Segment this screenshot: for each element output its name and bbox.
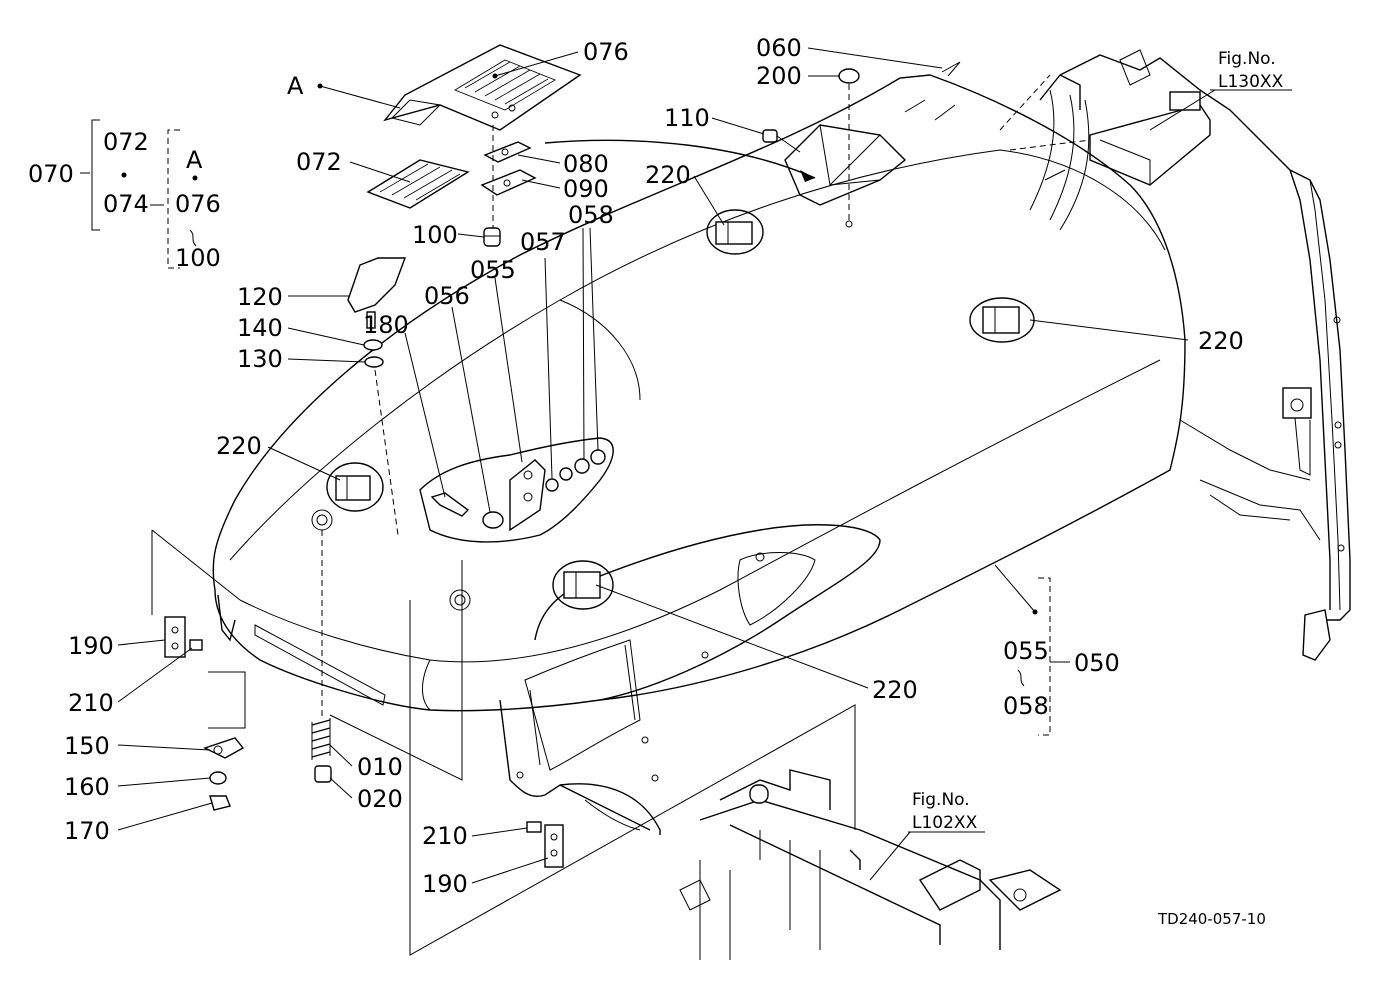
group-label-076: 076 — [175, 190, 221, 218]
plug-200 — [838, 68, 860, 228]
washer-058-a — [559, 467, 573, 481]
rubber-pad-220-c — [326, 462, 384, 512]
fig-ref-l130-title: Fig.No. — [1218, 49, 1276, 69]
rear-frame-drawing — [999, 49, 1351, 661]
clip-190-left — [164, 616, 186, 658]
screw-210-bottom — [526, 821, 542, 833]
label-072: 072 — [296, 148, 342, 176]
washer-160 — [209, 771, 227, 785]
label-220-b: 220 — [1198, 327, 1244, 355]
label-190-left: 190 — [68, 632, 114, 660]
label-058-top: 058 — [568, 201, 614, 229]
fig-l102-leader — [869, 831, 911, 881]
arrow-head — [800, 170, 815, 182]
arrow-to-latch — [544, 139, 816, 179]
label-190-bottom: 190 — [422, 870, 468, 898]
washer-057 — [545, 478, 559, 492]
label-076: 076 — [583, 38, 629, 66]
group-label-a: A — [186, 146, 203, 174]
kit-050-bracket — [1017, 577, 1070, 736]
label-220-d: 220 — [872, 676, 918, 704]
nut-020 — [314, 765, 332, 783]
screw-180 — [430, 492, 470, 517]
label-057: 057 — [520, 228, 566, 256]
front-frame-drawing — [679, 769, 1062, 960]
washer-130 — [364, 356, 384, 368]
label-055-right: 055 — [1003, 637, 1049, 665]
label-210-left: 210 — [68, 689, 114, 717]
label-050: 050 — [1074, 649, 1120, 677]
label-060: 060 — [756, 34, 802, 62]
label-220-c: 220 — [216, 432, 262, 460]
fig-ref-l102-code: L102XX — [912, 813, 978, 833]
clip-190-bottom — [544, 824, 564, 868]
spring-010 — [311, 718, 331, 760]
plate-090 — [480, 169, 537, 196]
label-058-right: 058 — [1003, 692, 1049, 720]
cover-076 — [383, 44, 582, 131]
label-090: 090 — [563, 175, 609, 203]
group-label-072: 072 — [103, 128, 149, 156]
label-180: 180 — [363, 311, 409, 339]
label-120: 120 — [237, 283, 283, 311]
label-020: 020 — [357, 785, 403, 813]
label-220-a: 220 — [645, 161, 691, 189]
lever-120 — [347, 257, 407, 329]
fig-l130-leader — [1149, 89, 1216, 131]
label-110: 110 — [664, 104, 710, 132]
nut-170 — [209, 795, 231, 811]
rubber-pad-220-a — [706, 209, 764, 255]
label-070: 070 — [28, 160, 74, 188]
group-label-074: 074 — [103, 190, 149, 218]
drawing-code: TD240-057-10 — [1157, 910, 1266, 928]
fig-ref-l130-code: L130XX — [1218, 72, 1284, 92]
washer-140 — [363, 339, 383, 351]
fig-ref-l102-title: Fig.No. — [912, 790, 970, 810]
bracket-080 — [483, 141, 532, 163]
leader-lines — [117, 47, 1189, 956]
label-080: 080 — [563, 150, 609, 178]
label-150: 150 — [64, 732, 110, 760]
pin-110 — [762, 129, 801, 153]
rubber-pad-220-b — [969, 297, 1035, 343]
washer-058-b — [590, 449, 606, 465]
decal-072 — [366, 159, 470, 209]
bonnet-shell — [212, 74, 1186, 835]
label-010: 010 — [357, 753, 403, 781]
bushing-056 — [482, 511, 504, 529]
label-056: 056 — [424, 282, 470, 310]
label-a-top: A — [287, 72, 304, 100]
label-130: 130 — [237, 345, 283, 373]
label-200: 200 — [756, 62, 802, 90]
label-160: 160 — [64, 773, 110, 801]
lever-axis — [374, 369, 399, 536]
label-170: 170 — [64, 817, 110, 845]
clip-060 — [941, 61, 961, 77]
label-100: 100 — [412, 221, 458, 249]
label-210-bottom: 210 — [422, 822, 468, 850]
bracket-055 — [509, 459, 546, 532]
bracket-150 — [203, 737, 245, 759]
knob-100 — [483, 227, 501, 247]
label-055: 055 — [470, 256, 516, 284]
group-label-100: 100 — [175, 244, 221, 272]
screw-210-left — [189, 639, 203, 651]
rubber-pad-220-d — [552, 560, 614, 610]
kit-070-bracket — [80, 119, 198, 269]
label-140: 140 — [237, 314, 283, 342]
nut-058 — [574, 458, 590, 474]
